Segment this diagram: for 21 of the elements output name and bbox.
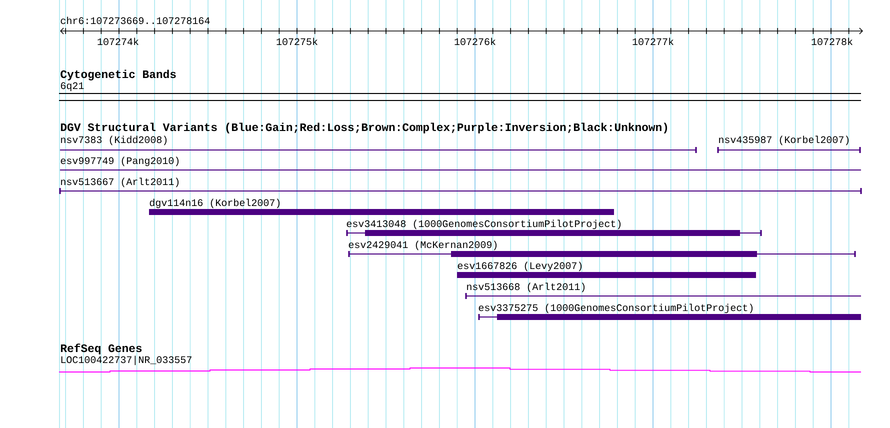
track-title: DGV Structural Variants (Blue:Gain;Red:Loss;Brown:Complex;Purple:Inversion;Black:Unknown) (60, 122, 668, 134)
track-title: RefSeq Genes (60, 344, 142, 354)
feature-label: nsv435987 (Korbel2007) (719, 136, 849, 146)
feature-label: dgv114n16 (Korbel2007) (150, 198, 280, 208)
band-label: 6q21 (60, 82, 84, 92)
tick-label: 107278k (812, 38, 852, 46)
feature-label: esv997749 (Pang2010) (60, 156, 179, 166)
feature-label: nsv7383 (Kidd2008) (61, 136, 167, 146)
region-label: chr6:107273669..107278164 (60, 16, 210, 24)
feature-label: nsv513667 (Arlt2011) (61, 178, 179, 188)
track-title: Cytogenetic Bands (60, 70, 176, 80)
feature-label: esv2429041 (McKernan2009) (348, 240, 497, 250)
tick-label: 107274k (98, 38, 138, 46)
feature-label: nsv513668 (Arlt2011) (467, 282, 585, 292)
tick-label: 107277k (632, 38, 674, 46)
tick-label: 107275k (276, 38, 318, 46)
tick-label: 107276k (454, 38, 496, 46)
feature-label: esv3413048 (1000GenomesConsortiumPilotProject) (346, 220, 621, 230)
feature-label: esv1667826 (Levy2007) (458, 262, 582, 272)
feature-label: esv3375275 (1000GenomesConsortiumPilotProject) (478, 304, 753, 314)
gene-label: LOC100422737|NR_033557 (61, 356, 192, 366)
